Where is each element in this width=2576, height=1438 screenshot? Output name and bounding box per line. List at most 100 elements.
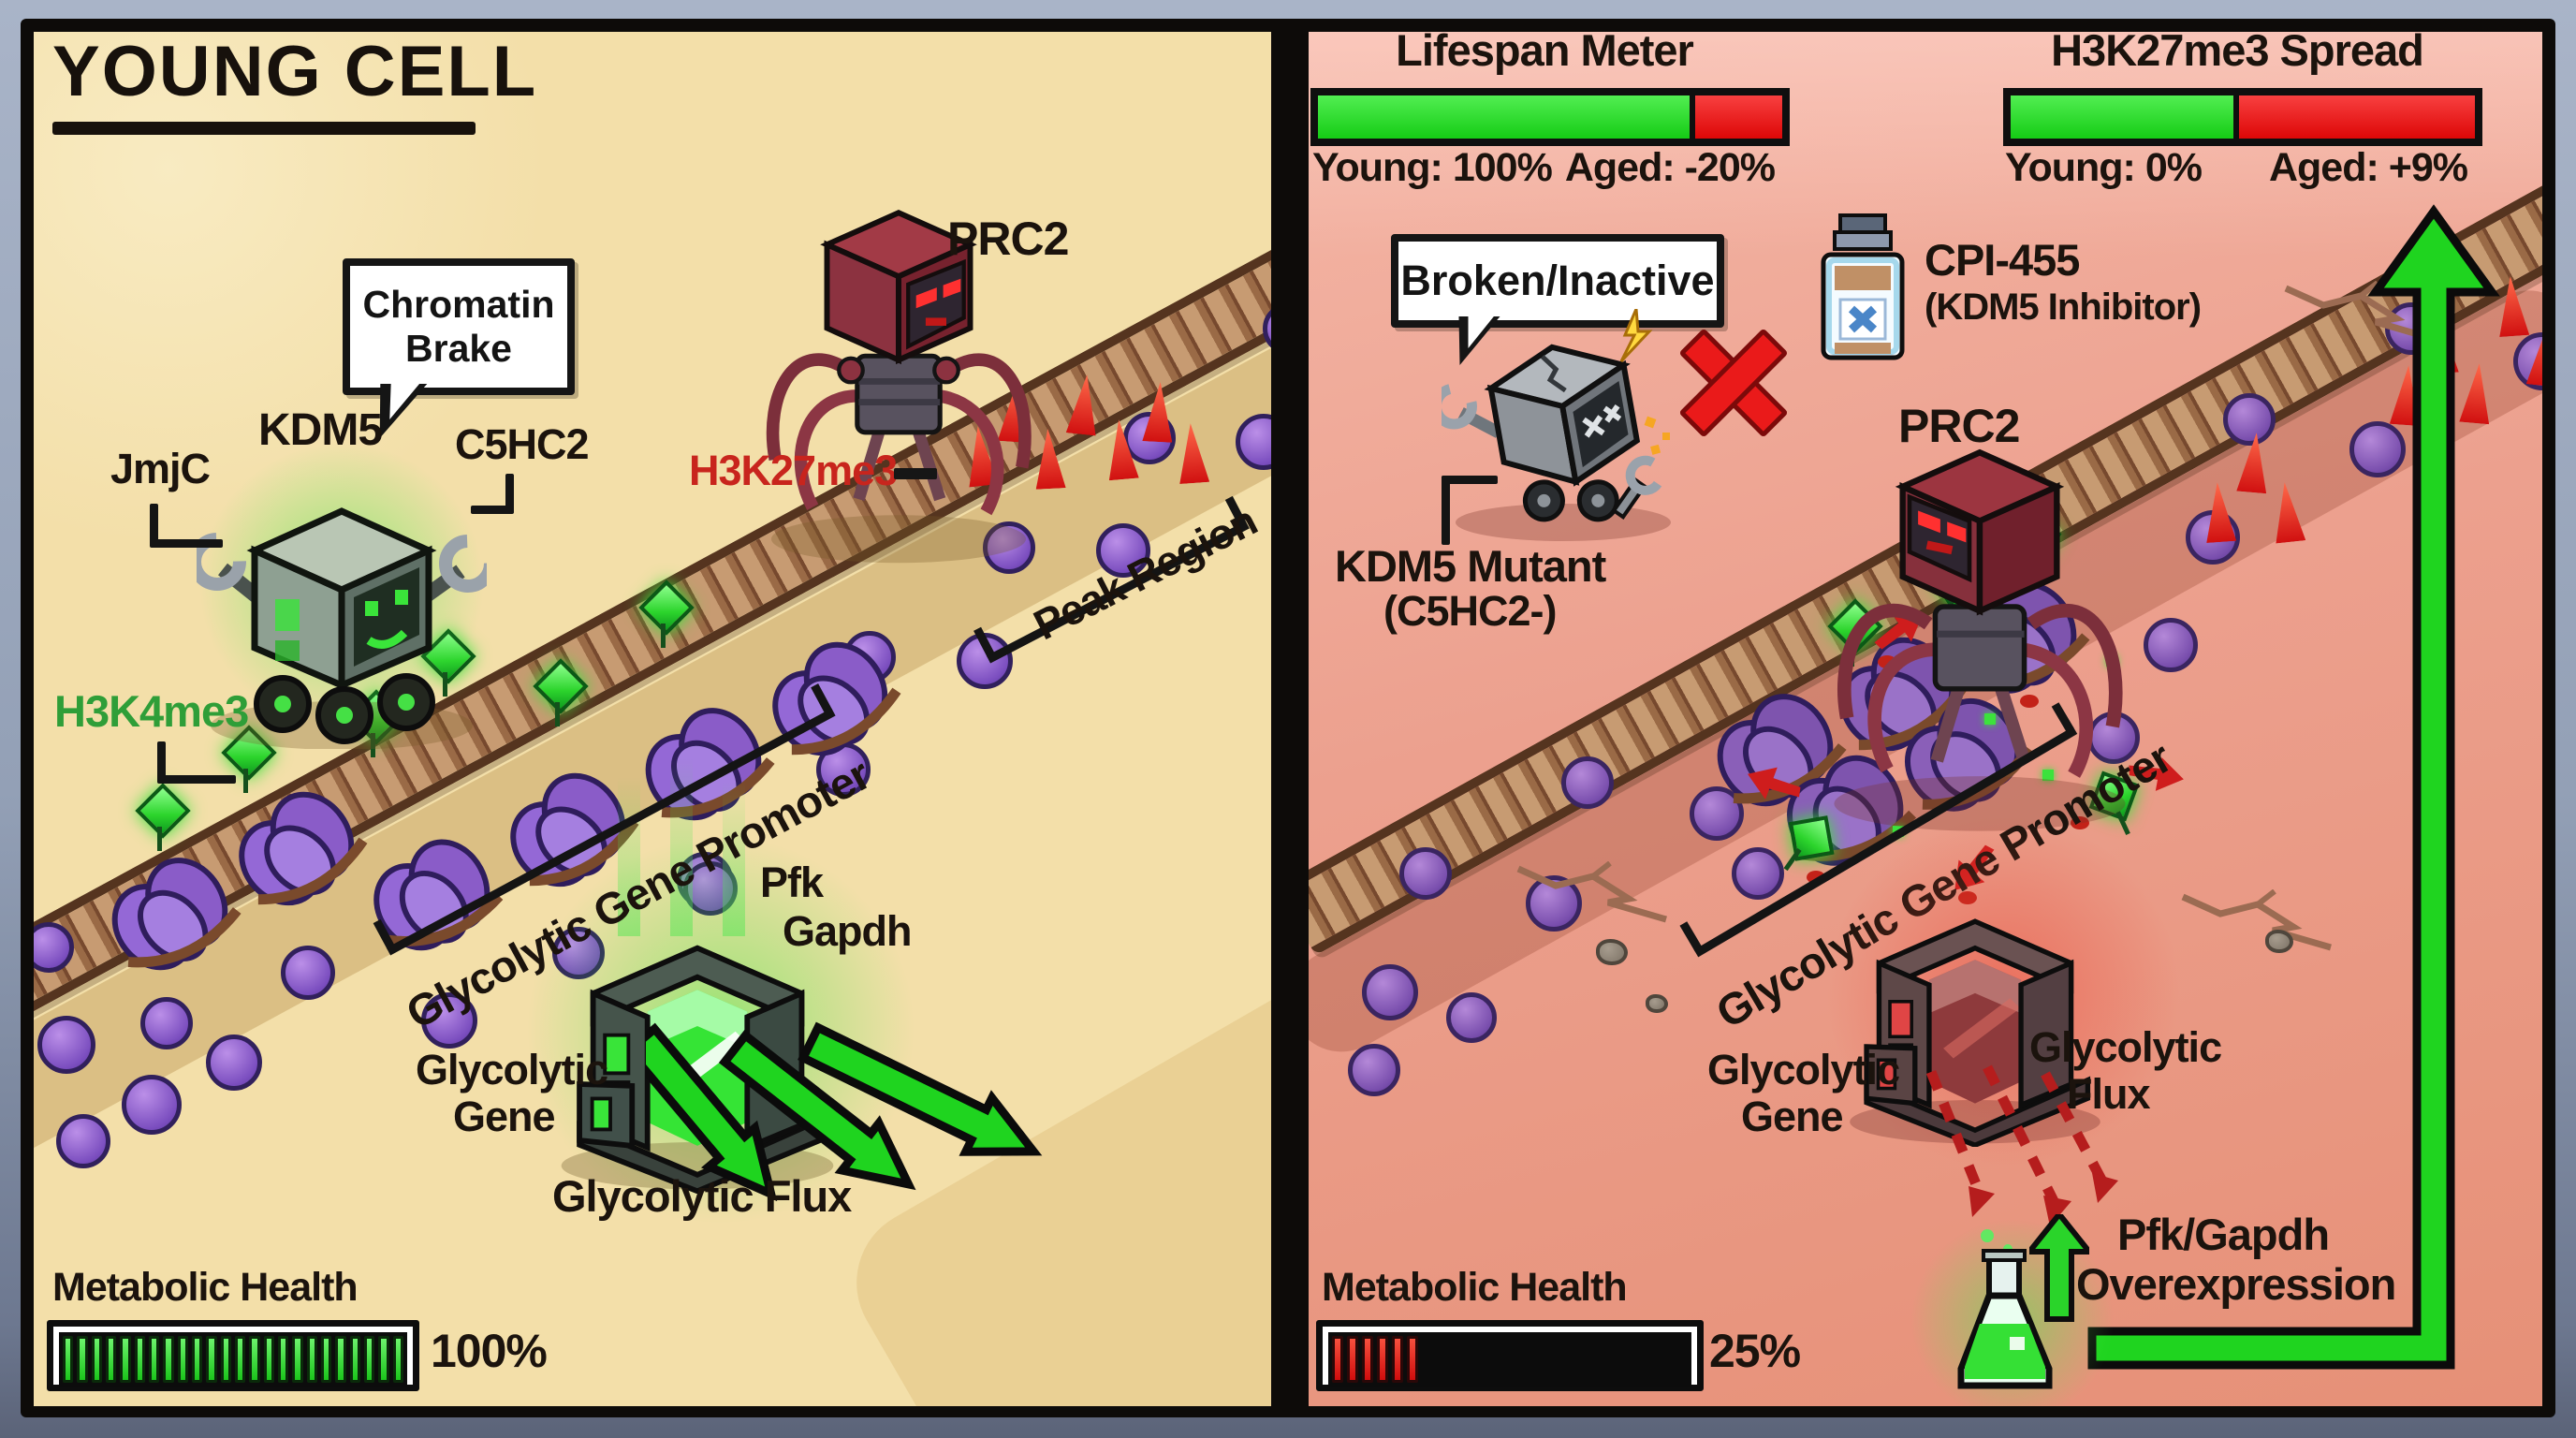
h3k4me3-diamond-icon <box>638 580 695 650</box>
spread-young-value: Young: 0% <box>2005 145 2203 190</box>
health-segment <box>392 1336 403 1383</box>
flask-icon <box>1957 1229 2053 1389</box>
health-segment <box>263 1336 274 1383</box>
health-segment <box>91 1336 102 1383</box>
health-segment <box>1377 1336 1388 1383</box>
broken-inactive-bubble: Broken/Inactive <box>1391 234 1724 328</box>
nucleosome-bead-icon <box>122 1075 182 1135</box>
nucleosome-cluster-icon <box>86 831 259 993</box>
nucleosome-bead-icon <box>1561 756 1614 809</box>
health-segment <box>1602 1336 1613 1383</box>
nucleosome-bead-icon <box>1399 847 1452 900</box>
kdm5-robot-icon <box>197 507 487 749</box>
health-segment <box>77 1336 88 1383</box>
title-underline <box>52 122 476 135</box>
green-fragment-icon <box>2042 770 2054 781</box>
health-segment <box>1542 1336 1553 1383</box>
h3k4me3-diamond-icon <box>221 725 277 795</box>
rock-icon <box>1646 994 1668 1013</box>
metabolic-health-value-aged: 25% <box>1709 1325 1801 1377</box>
metabolic-health-bar-aged <box>1316 1320 1704 1391</box>
nucleosome-bead-icon <box>983 521 1035 574</box>
spread-meter-bar <box>2003 88 2482 146</box>
h3k4me3-diamond-icon <box>135 783 191 853</box>
nucleosome-bead-icon <box>1362 964 1418 1020</box>
health-segment <box>320 1336 332 1383</box>
overexpression-arrow-icon <box>2087 204 2500 1370</box>
pfk-label: Pfk <box>760 858 824 906</box>
health-segment <box>1497 1336 1508 1383</box>
kdm5-mutant-robot-icon <box>1442 309 1671 541</box>
spread-aged-value: Aged: +9% <box>2268 145 2468 190</box>
health-segment <box>1676 1336 1688 1383</box>
health-segment <box>1587 1336 1598 1383</box>
health-segment <box>1527 1336 1538 1383</box>
rock-icon <box>2265 930 2293 953</box>
up-arrow-icon <box>2029 1214 2089 1322</box>
h3k27me3-spread-arrow-icon <box>1736 754 1808 819</box>
glycolytic-gene-machine-silenced-icon <box>1850 918 2100 1147</box>
glycolytic-gene-label-aged: Glycolytic <box>1707 1046 1900 1093</box>
prc2-robot-aged-icon <box>1834 448 2126 831</box>
h3k27me3-label: H3K27me3 <box>689 447 898 494</box>
cpi455-bottle-icon <box>1821 213 1905 360</box>
nucleosome-bead-icon <box>206 1034 262 1091</box>
health-segment <box>163 1336 174 1383</box>
red-x-icon <box>1677 326 1789 438</box>
flux-arrows-weak-icon <box>1925 1064 2118 1226</box>
health-segment <box>1482 1336 1493 1383</box>
health-segment <box>1452 1336 1463 1383</box>
health-segment <box>277 1336 289 1383</box>
metabolic-health-bar-young <box>47 1320 419 1391</box>
health-segment <box>177 1336 188 1383</box>
health-segment <box>105 1336 117 1383</box>
nucleosome-bead-icon <box>281 946 335 1000</box>
jmjc-label: JmjC <box>110 445 211 492</box>
h3k4me3-diamond-icon <box>348 689 404 759</box>
health-segment <box>206 1336 217 1383</box>
prc2-robot-icon <box>766 209 1032 564</box>
health-segment <box>1407 1336 1418 1383</box>
glycolytic-gene-label-young: Glycolytic <box>416 1046 608 1093</box>
nucleosome-bead-icon <box>37 1016 95 1074</box>
health-segment <box>1347 1336 1358 1383</box>
health-segment <box>1572 1336 1583 1383</box>
lifespan-young-value: Young: 100% <box>1312 145 1553 190</box>
health-segment <box>1362 1336 1373 1383</box>
lifespan-aged-value: Aged: -20% <box>1564 145 1776 190</box>
health-segment <box>349 1336 360 1383</box>
h3k4me3-label: H3K4me3 <box>54 686 249 736</box>
health-segment <box>1422 1336 1433 1383</box>
metabolic-health-value-young: 100% <box>431 1325 548 1377</box>
kdm5-label: KDM5 <box>258 405 383 455</box>
red-mark-icon <box>2020 695 2039 708</box>
gene-beam <box>723 782 745 936</box>
nucleosome-bead-icon <box>2144 618 2198 672</box>
overexpression-label: Pfk/Gapdh <box>2117 1210 2330 1259</box>
cpi455-label: CPI-455 <box>1925 235 2080 285</box>
health-segment <box>1647 1336 1658 1383</box>
health-segment <box>148 1336 160 1383</box>
health-segment <box>1437 1336 1448 1383</box>
chromatin-brake-bubble: Chromatin Brake <box>343 258 575 395</box>
health-segment <box>1557 1336 1568 1383</box>
nucleosome-bead-icon <box>1732 847 1784 900</box>
health-segment <box>249 1336 260 1383</box>
nucleosome-bead-icon <box>1446 992 1497 1043</box>
nucleosome-bead-icon <box>140 997 193 1049</box>
nucleosome-bead-icon <box>421 992 477 1049</box>
cpi455-sub-label: (KDM5 Inhibitor) <box>1925 286 2202 328</box>
nucleosome-bead-icon <box>56 1114 110 1168</box>
glycolytic-flux-label-aged: Glycolytic <box>2029 1023 2222 1071</box>
nucleosome-cluster-icon <box>211 763 388 932</box>
prc2-label-young: PRC2 <box>947 213 1069 265</box>
nucleosome-bead-icon <box>1096 523 1150 578</box>
health-segment <box>292 1336 303 1383</box>
page-title: YOUNG CELL <box>52 32 538 111</box>
health-segment <box>1661 1336 1673 1383</box>
h3k27me3-spread-arrow-icon <box>1863 596 1935 659</box>
health-segment <box>1512 1336 1523 1383</box>
